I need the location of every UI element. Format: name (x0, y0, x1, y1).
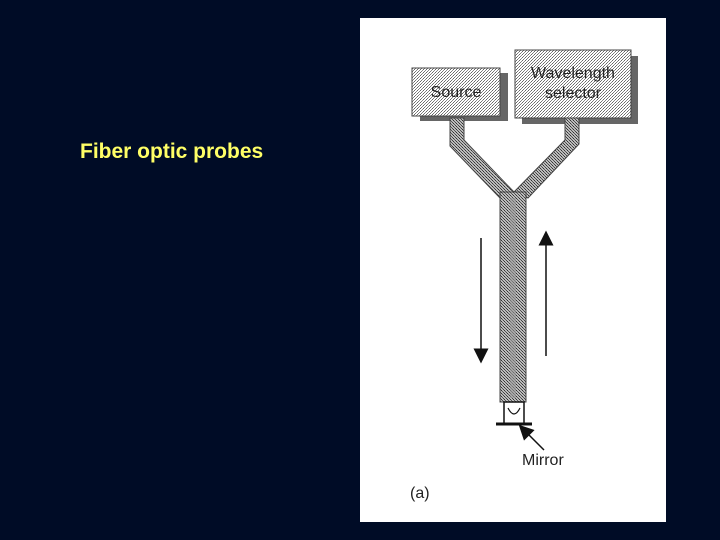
panel-label: (a) (410, 485, 430, 502)
source-box: Source (411, 67, 508, 121)
wavelength-selector-box: Wavelength selector (514, 49, 638, 124)
mirror-pointer-icon (518, 424, 545, 451)
selector-label-line1: Wavelength (531, 65, 615, 82)
probe-tip (496, 401, 532, 426)
selector-label-line2: selector (545, 85, 602, 102)
fiber-probe-diagram: Source Wavelength selector (360, 18, 666, 522)
slide-title: Fiber optic probes (80, 140, 264, 163)
diagram-canvas: Source Wavelength selector (410, 49, 638, 502)
fiber-bundle (449, 117, 580, 403)
mirror-label: Mirror (522, 452, 564, 469)
source-label: Source (431, 84, 482, 101)
